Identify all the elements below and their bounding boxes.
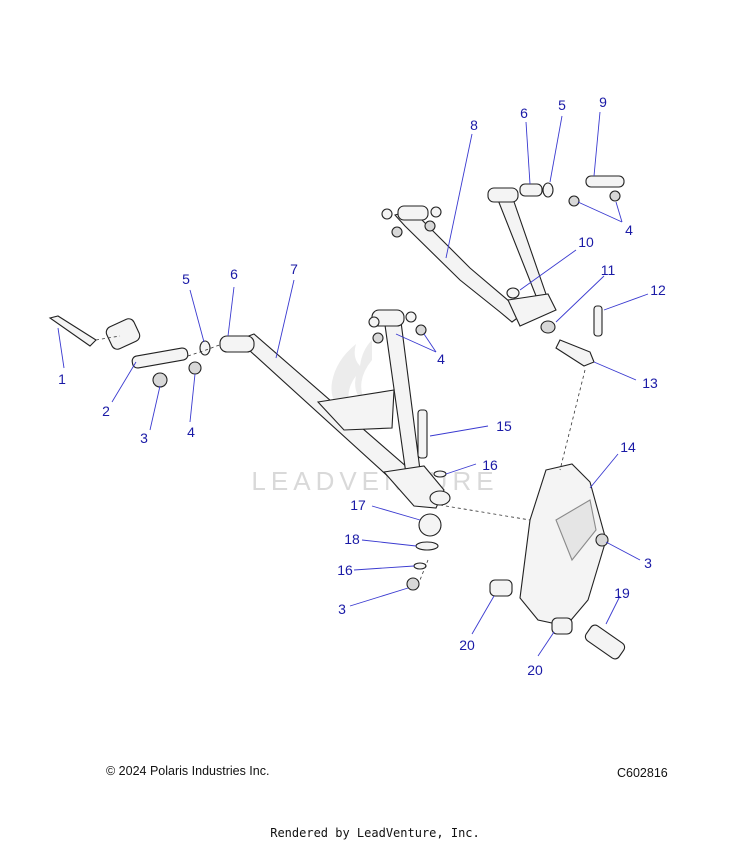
callout-6: 6 xyxy=(230,266,238,282)
callout-4: 4 xyxy=(187,424,195,440)
rendered-by-note: Rendered by LeadVenture, Inc. xyxy=(270,826,480,840)
nut-4 xyxy=(188,361,202,375)
nut-3 xyxy=(152,372,168,388)
leader-lines xyxy=(57,111,649,657)
ball-joint-17 xyxy=(418,513,442,537)
bushing-10 xyxy=(506,287,520,299)
callout-11: 11 xyxy=(601,262,616,278)
watermark-text: LEADVENTURE xyxy=(251,466,498,496)
callout-19: 19 xyxy=(614,585,630,601)
steering-knuckle xyxy=(519,463,609,627)
callout-12: 12 xyxy=(650,282,666,298)
callout-5-upper: 5 xyxy=(558,97,566,113)
callout-3-bottom: 3 xyxy=(338,601,346,617)
bolt-15 xyxy=(417,409,428,459)
callout-17: 17 xyxy=(350,497,366,513)
copyright-text: © 2024 Polaris Industries Inc. xyxy=(106,764,270,778)
nut-3b xyxy=(406,577,420,591)
washer xyxy=(199,340,211,356)
callout-5: 5 xyxy=(182,271,190,287)
callout-8: 8 xyxy=(470,117,478,133)
callout-4-lower: 4 xyxy=(437,351,445,367)
snap-ring-18 xyxy=(415,541,439,551)
bolt-12 xyxy=(593,305,603,337)
washer-16b xyxy=(413,562,427,570)
callout-7: 7 xyxy=(290,261,298,277)
callout-4-upper: 4 xyxy=(625,222,633,238)
pin-19 xyxy=(584,624,626,660)
callout-3-knuckle: 3 xyxy=(644,555,652,571)
bushing-20 xyxy=(489,579,513,597)
callout-20-b: 20 xyxy=(527,662,543,678)
washer-16 xyxy=(433,470,447,478)
callout-16: 16 xyxy=(482,457,498,473)
callout-6-upper: 6 xyxy=(520,105,528,121)
spacer-11 xyxy=(540,320,556,334)
callout-10: 10 xyxy=(578,234,594,250)
pivot-bolt-2 xyxy=(131,347,189,369)
nut xyxy=(568,195,580,207)
callout-14: 14 xyxy=(620,439,636,455)
callout-2: 2 xyxy=(102,403,110,419)
callout-18: 18 xyxy=(344,531,360,547)
bushing xyxy=(519,183,543,197)
callout-16-bottom: 16 xyxy=(337,562,353,578)
tie-rod-end xyxy=(555,339,595,367)
bushing-20b xyxy=(551,617,573,635)
shock-spacer xyxy=(105,318,141,350)
callout-3: 3 xyxy=(140,430,148,446)
bolt-1 xyxy=(48,315,97,347)
upper-a-arm xyxy=(381,187,557,327)
callout-labels: 1 2 3 4 5 6 7 3 4 8 6 5 9 4 10 11 12 13 … xyxy=(58,94,666,678)
diagram-id: C602816 xyxy=(617,766,668,780)
lower-a-arm xyxy=(219,309,451,509)
callout-1: 1 xyxy=(58,371,66,387)
callout-15: 15 xyxy=(496,418,512,434)
nut xyxy=(609,190,621,202)
pivot-bolt xyxy=(585,175,625,188)
callout-13: 13 xyxy=(642,375,658,391)
washer xyxy=(542,182,554,198)
callout-9: 9 xyxy=(599,94,607,110)
callout-20: 20 xyxy=(459,637,475,653)
